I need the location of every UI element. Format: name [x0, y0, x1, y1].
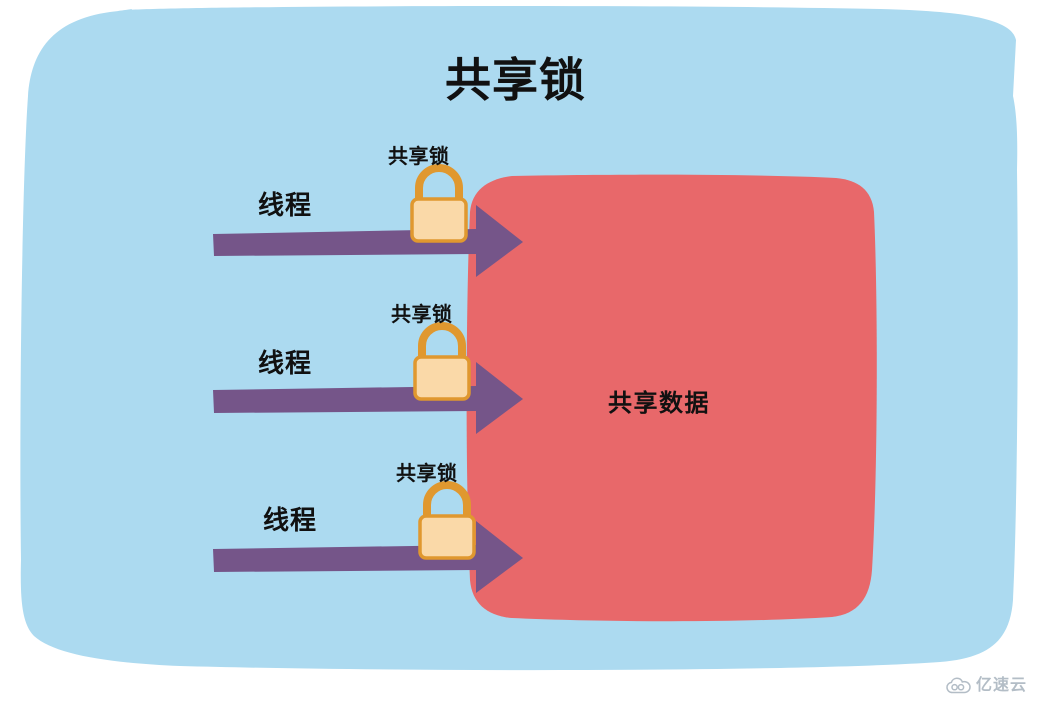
page-title: 共享锁	[445, 54, 586, 106]
cloud-icon	[946, 677, 971, 694]
lock-label-1: 共享锁	[388, 146, 450, 168]
lock-label-3: 共享锁	[396, 463, 458, 485]
thread-arrow-2	[213, 362, 523, 434]
thread-label-2: 线程	[258, 348, 313, 378]
lock-icon	[410, 164, 468, 243]
watermark: 亿速云	[946, 677, 1027, 695]
thread-label-1: 线程	[258, 190, 313, 220]
lock-label-2: 共享锁	[391, 304, 453, 326]
watermark-text: 亿速云	[976, 677, 1028, 694]
thread-label-3: 线程	[263, 505, 318, 535]
thread-arrow-3	[213, 521, 523, 593]
shared-data-label: 共享数据	[608, 390, 710, 417]
lock-icon	[418, 481, 476, 560]
lock-icon	[413, 322, 471, 401]
thread-arrow-1	[213, 205, 523, 277]
